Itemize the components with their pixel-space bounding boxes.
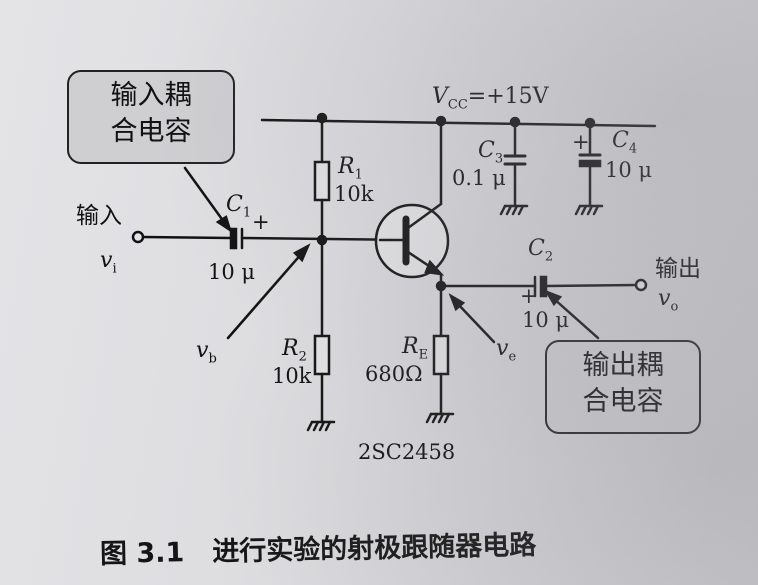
c1-plus: + — [252, 210, 270, 234]
input-coupling-capacitor-callout: 输入耦 合电容 — [67, 70, 235, 164]
c2-value: 10 μ — [522, 308, 570, 332]
r1-ref: R1 — [338, 154, 363, 183]
resistor-r2 — [313, 334, 331, 376]
supply-voltage-label: VCC=+15V — [432, 84, 549, 113]
vb-pointer-arrow — [292, 243, 311, 263]
c4-plus: + — [572, 130, 590, 154]
emitter-arrow — [424, 259, 445, 276]
ground-symbol-r2 — [306, 420, 336, 432]
capacitor-c1 — [229, 227, 238, 250]
input-terminal — [131, 230, 145, 244]
vb-pointer — [226, 250, 305, 340]
resistor-r1 — [313, 160, 331, 202]
c4-value: 10 μ — [605, 158, 653, 182]
ve-pointer-arrow — [448, 293, 466, 312]
re-ref: RE — [402, 334, 429, 363]
wire — [544, 283, 638, 288]
ground-symbol-re — [425, 412, 455, 424]
c3-ref: C3 — [478, 138, 504, 167]
r2-value: 10k — [272, 364, 312, 388]
output-label: 输出 — [655, 256, 701, 282]
c1-value: 10 μ — [208, 260, 256, 284]
transistor-body — [374, 203, 450, 279]
output-callout-leader — [551, 296, 600, 340]
callout-line: 合电容 — [110, 116, 192, 147]
output-terminal — [634, 278, 648, 292]
vi-label: vi — [100, 248, 117, 277]
figure-title: 进行实验的射极跟随器电路 — [211, 529, 537, 568]
ve-label: ve — [496, 336, 517, 365]
callout-line: 输入耦 — [110, 80, 192, 111]
transistor-label: 2SC2458 — [358, 440, 456, 464]
resistor-re — [432, 334, 450, 376]
re-value: 680Ω — [365, 362, 423, 386]
ground-symbol-c3 — [499, 204, 529, 216]
figure-number: 图 3.1 — [99, 537, 185, 570]
input-callout-arrow — [215, 215, 233, 233]
c3-value: 0.1 μ — [452, 166, 506, 190]
c1-ref: C1 — [226, 192, 252, 221]
callout-line: 合电容 — [582, 386, 664, 417]
input-callout-leader — [183, 166, 226, 224]
output-coupling-capacitor-callout: 输出耦 合电容 — [545, 340, 701, 434]
wire — [141, 235, 232, 240]
r2-ref: R2 — [282, 336, 307, 365]
r1-value: 10k — [334, 182, 374, 206]
c4-ref: C4 — [612, 128, 638, 157]
vb-label: vb — [196, 338, 217, 367]
c2-ref: C2 — [528, 236, 554, 265]
vo-label: vo — [658, 286, 679, 315]
input-label: 输入 — [76, 203, 122, 229]
callout-line: 输出耦 — [582, 350, 664, 381]
output-callout-arrow — [544, 289, 563, 307]
c2-plus: + — [520, 284, 538, 308]
transistor-collector — [406, 202, 443, 230]
ve-pointer — [454, 300, 496, 344]
ground-symbol-c4 — [574, 204, 604, 216]
